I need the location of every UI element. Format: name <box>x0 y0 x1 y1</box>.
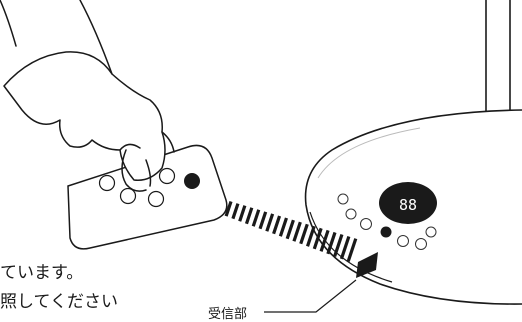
beam-segment <box>319 229 330 252</box>
beam-segment <box>224 201 233 217</box>
panel-button <box>337 193 349 205</box>
beam-segment <box>346 238 358 262</box>
beam-segment <box>285 219 295 240</box>
remote-power-button <box>184 173 200 189</box>
panel-button <box>425 226 437 238</box>
remote-button <box>158 167 176 185</box>
beam-segment <box>299 223 309 245</box>
display-window <box>379 182 437 224</box>
power-button <box>380 226 392 238</box>
beam-segment <box>272 215 282 235</box>
beam-segment <box>251 209 261 227</box>
beam-segment <box>278 217 288 237</box>
panel-button <box>345 208 357 220</box>
remote-button <box>147 190 165 208</box>
beam-segment <box>292 221 302 242</box>
control-panel: 88 <box>337 182 437 250</box>
receiver-leader-line <box>264 279 357 313</box>
beam-segment <box>238 205 247 222</box>
beam-segment <box>258 211 268 230</box>
beam-segment <box>312 227 323 250</box>
receiver-window <box>356 252 378 278</box>
caption-line-2: 照してください <box>0 292 118 312</box>
remote-control <box>67 144 228 250</box>
beam-segment <box>231 203 240 220</box>
caption-line-1: ています。 <box>0 263 84 283</box>
beam-segment <box>305 225 316 247</box>
receiver-label: 受信部 <box>208 307 248 322</box>
panel-button <box>360 218 372 230</box>
remote-button <box>98 174 116 192</box>
beam-segment <box>326 231 337 255</box>
beam-segment <box>244 207 254 225</box>
panel-button <box>397 235 409 247</box>
beam-segment <box>265 213 275 232</box>
hand <box>0 0 175 192</box>
beam-segment <box>333 233 344 257</box>
signal-beam <box>204 194 358 262</box>
beam-segment <box>339 236 351 260</box>
panel-display: 88 <box>399 196 417 214</box>
panel-button <box>415 238 427 250</box>
remote-button <box>119 187 137 205</box>
